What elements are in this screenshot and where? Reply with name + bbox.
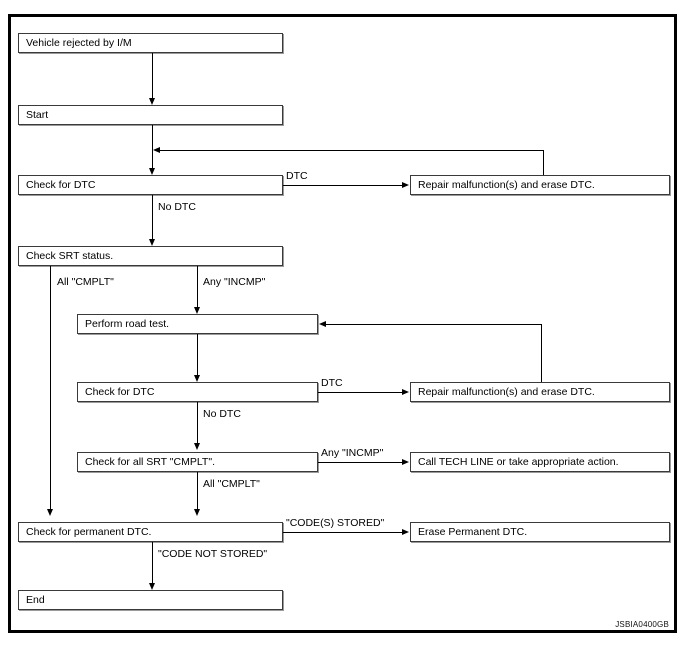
- arrowhead-check-dtc-1-to-check-srt: [149, 239, 155, 246]
- node-check-dtc-2[interactable]: Check for DTC: [77, 382, 318, 402]
- node-label: Erase Permanent DTC.: [418, 526, 528, 538]
- node-label: Check for permanent DTC.: [26, 526, 152, 538]
- edge-label-all-cmplt-1: All "CMPLT": [57, 276, 114, 288]
- node-end[interactable]: End: [18, 590, 283, 610]
- node-check-permanent-dtc[interactable]: Check for permanent DTC.: [18, 522, 283, 542]
- arrowhead-check-dtc-1-to-repair-1: [402, 181, 409, 188]
- arrowhead-road-test-to-check-dtc-2: [194, 375, 200, 382]
- node-call-tech-line[interactable]: Call TECH LINE or take appropriate actio…: [410, 452, 670, 472]
- node-label: Repair malfunction(s) and erase DTC.: [418, 179, 595, 191]
- node-check-all-srt-cmplt[interactable]: Check for all SRT "CMPLT".: [77, 452, 318, 472]
- edge-repair-1-return-vertical: [543, 150, 544, 175]
- edge-check-srt-all-cmplt: [50, 266, 51, 511]
- node-label: Check for DTC: [26, 179, 96, 191]
- edge-check-dtc-1-to-check-srt: [152, 195, 153, 241]
- edge-label-no-dtc-1: No DTC: [158, 201, 196, 213]
- node-label: Repair malfunction(s) and erase DTC.: [418, 386, 595, 398]
- node-label: Start: [26, 109, 49, 121]
- node-start[interactable]: Start: [18, 105, 283, 125]
- node-repair-malfunction-1[interactable]: Repair malfunction(s) and erase DTC.: [410, 175, 670, 195]
- edge-permanent-dtc-to-erase: [283, 532, 403, 533]
- edge-label-all-cmplt-2: All "CMPLT": [203, 478, 260, 490]
- edge-label-codes-stored: "CODE(S) STORED": [286, 517, 385, 529]
- edge-repair-1-return-horizontal: [160, 150, 544, 151]
- edge-check-dtc-2-to-repair-2: [318, 392, 403, 393]
- edge-check-all-srt-to-permanent-dtc: [197, 472, 198, 511]
- diagram-frame-border: [8, 14, 677, 633]
- edge-vehicle-to-start: [152, 53, 153, 100]
- node-label: Vehicle rejected by I/M: [26, 37, 132, 49]
- edge-check-dtc-2-to-check-all-srt: [197, 402, 198, 445]
- edge-repair-2-return-horizontal: [326, 324, 542, 325]
- edge-label-code-not-stored: "CODE NOT STORED": [158, 548, 268, 560]
- arrowhead-check-all-srt-to-permanent-dtc: [194, 509, 200, 516]
- arrowhead-vehicle-to-start: [149, 98, 155, 105]
- node-label: End: [26, 594, 45, 606]
- arrowhead-check-srt-any-incmp: [194, 307, 200, 314]
- node-label: Perform road test.: [85, 318, 170, 330]
- node-label: Check for all SRT "CMPLT".: [85, 456, 215, 468]
- edge-label-any-incmp-1: Any "INCMP": [203, 276, 266, 288]
- reference-code: JSBIA0400GB: [615, 620, 669, 629]
- node-label: Check for DTC: [85, 386, 155, 398]
- edge-check-all-srt-to-tech-line: [318, 462, 403, 463]
- arrowhead-check-dtc-2-to-check-all-srt: [194, 443, 200, 450]
- edge-repair-2-return-vertical: [541, 324, 542, 382]
- arrowhead-permanent-dtc-to-end: [149, 583, 155, 590]
- edge-label-dtc-2: DTC: [321, 377, 343, 389]
- edge-road-test-to-check-dtc-2: [197, 334, 198, 377]
- node-perform-road-test[interactable]: Perform road test.: [77, 314, 318, 334]
- arrowhead-permanent-dtc-to-erase: [402, 528, 409, 535]
- edge-label-no-dtc-2: No DTC: [203, 408, 241, 420]
- node-label: Call TECH LINE or take appropriate actio…: [418, 456, 619, 468]
- arrowhead-check-srt-all-cmplt: [47, 509, 53, 516]
- arrowhead-repair-2-return: [319, 320, 326, 327]
- arrowhead-check-dtc-2-to-repair-2: [402, 388, 409, 395]
- edge-start-to-check-dtc-1: [152, 125, 153, 170]
- arrowhead-start-to-check-dtc-1: [149, 168, 155, 175]
- arrowhead-check-all-srt-to-tech-line: [402, 458, 409, 465]
- edge-label-dtc-1: DTC: [286, 170, 308, 182]
- edge-permanent-dtc-to-end: [152, 542, 153, 586]
- edge-check-srt-any-incmp: [197, 266, 198, 309]
- node-vehicle-rejected[interactable]: Vehicle rejected by I/M: [18, 33, 283, 53]
- edge-check-dtc-1-to-repair-1: [283, 185, 403, 186]
- node-label: Check SRT status.: [26, 250, 114, 262]
- node-check-dtc-1[interactable]: Check for DTC: [18, 175, 283, 195]
- arrowhead-repair-1-return: [153, 146, 160, 153]
- node-check-srt-status[interactable]: Check SRT status.: [18, 246, 283, 266]
- edge-label-any-incmp-2: Any "INCMP": [321, 447, 384, 459]
- node-repair-malfunction-2[interactable]: Repair malfunction(s) and erase DTC.: [410, 382, 670, 402]
- node-erase-permanent-dtc[interactable]: Erase Permanent DTC.: [410, 522, 670, 542]
